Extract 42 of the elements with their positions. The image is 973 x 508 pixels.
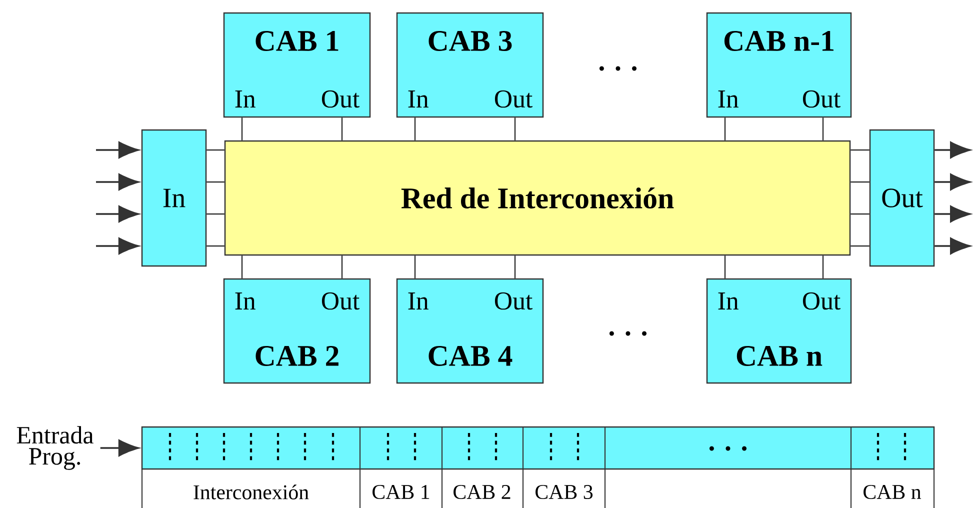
arrow <box>934 238 970 254</box>
input-label: Entrada Prog. <box>16 426 94 470</box>
connector-line <box>822 118 824 140</box>
connector-line <box>514 118 516 140</box>
connector-line <box>514 256 516 278</box>
connector-line <box>850 213 870 215</box>
connector-line <box>850 245 870 247</box>
connector-line <box>850 149 870 151</box>
arrow <box>100 440 139 456</box>
connector-line <box>724 256 726 278</box>
connector-line <box>850 181 870 183</box>
cab-block: CAB 1 In Out <box>223 12 371 118</box>
arrow <box>96 206 139 222</box>
program-register: · · · <box>141 426 935 470</box>
cab-block: In Out CAB 4 <box>396 278 544 384</box>
connector-line <box>241 256 243 278</box>
arrow <box>96 238 139 254</box>
connector-line <box>206 149 224 151</box>
connector-line <box>206 213 224 215</box>
connector-line <box>414 118 416 140</box>
io-block: In <box>141 129 207 267</box>
arrow <box>96 142 139 158</box>
cab-block: In Out CAB n <box>706 278 852 384</box>
arrow <box>934 174 970 190</box>
connector-line <box>206 245 224 247</box>
connector-line <box>724 118 726 140</box>
cab-block: In Out CAB 2 <box>223 278 371 384</box>
connector-line <box>341 118 343 140</box>
arrow <box>934 142 970 158</box>
connector-line <box>241 118 243 140</box>
ellipsis: · · · <box>599 66 637 71</box>
arrow <box>934 206 970 222</box>
connector-line <box>341 256 343 278</box>
connector-line <box>822 256 824 278</box>
cab-block: CAB n-1 In Out <box>706 12 852 118</box>
cab-block: CAB 3 In Out <box>396 12 544 118</box>
arrow <box>96 174 139 190</box>
network-box: Red de Interconexión <box>224 140 851 256</box>
ellipsis: · · · <box>609 331 647 336</box>
connector-line <box>414 256 416 278</box>
connector-line <box>206 181 224 183</box>
io-block: Out <box>869 129 935 267</box>
